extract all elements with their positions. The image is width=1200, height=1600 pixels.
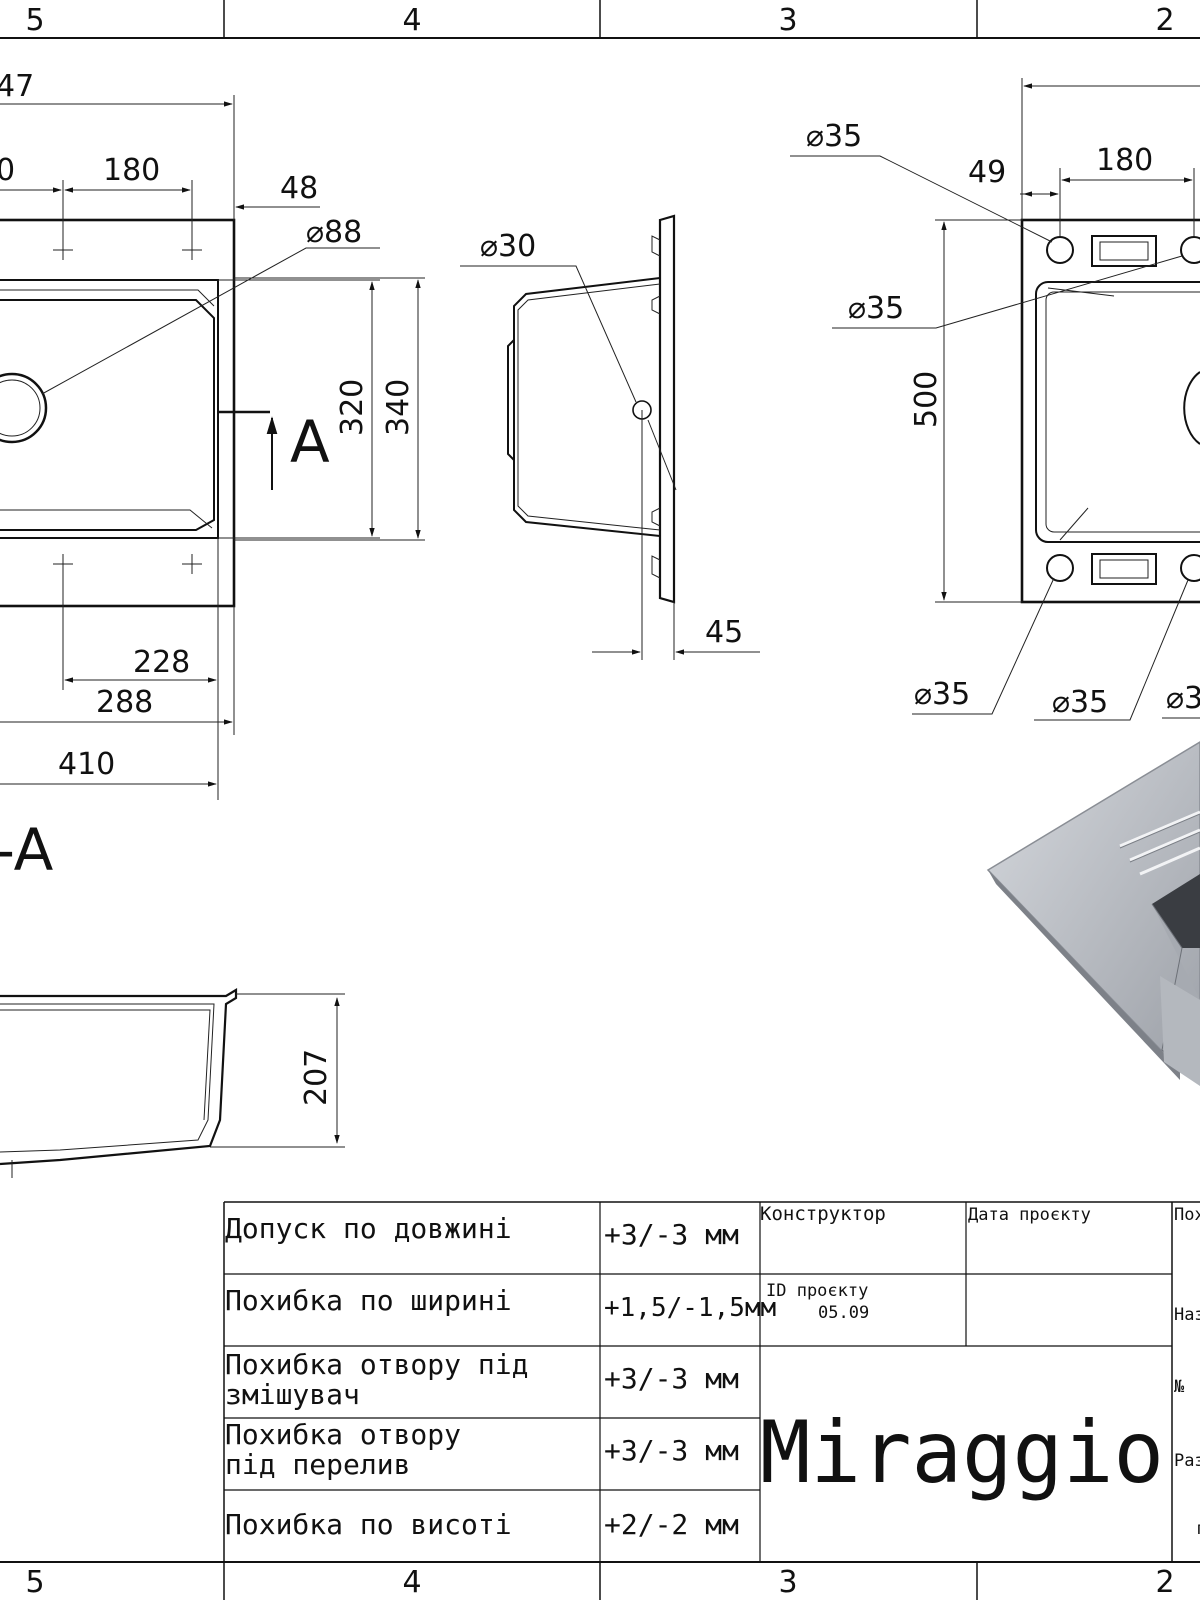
dim-hole-30: ⌀30 <box>480 229 536 264</box>
zone-top-2: 2 <box>1155 3 1174 38</box>
dim-pitch-180-right: 180 <box>1096 143 1153 178</box>
dim-left-offset: 0 <box>0 153 15 188</box>
section-mark-a: A <box>290 408 330 476</box>
brand-logo: Miraggio <box>760 1403 1164 1503</box>
project-id-label: ID проєкту <box>766 1281 868 1301</box>
corner-mark: г <box>1196 1519 1200 1539</box>
dim-pitch-288: 288 <box>96 685 153 720</box>
tolerance-label-mixer-hole-2: змішувач <box>225 1378 360 1411</box>
tolerance-label-overflow-hole: Похибка отвору <box>225 1418 461 1451</box>
tolerance-value-mixer-hole: +3/-3 мм <box>604 1362 739 1395</box>
title-block <box>223 1201 1200 1562</box>
sink-top-view <box>0 95 425 800</box>
zone-top-4: 4 <box>402 3 421 38</box>
zone-bottom-4: 4 <box>402 1565 421 1600</box>
tolerance-label-overflow-hole-2: під перелив <box>225 1448 410 1481</box>
tolerance-value-overflow-hole: +3/-3 мм <box>604 1434 739 1467</box>
dim-offset-49: 49 <box>968 155 1006 190</box>
zone-top-5: 5 <box>25 3 44 38</box>
dim-bowl-outer-340: 340 <box>381 379 416 436</box>
project-id-value: 05.09 <box>818 1303 869 1323</box>
tolerance-value-width: +1,5/-1,5мм <box>604 1293 776 1323</box>
dim-hole-35-top: ⌀35 <box>806 119 862 154</box>
dim-pitch-180-top: 180 <box>103 153 160 188</box>
dim-pitch-228: 228 <box>133 645 190 680</box>
dim-flange-45: 45 <box>705 615 743 650</box>
dim-width-410: 410 <box>58 747 115 782</box>
dim-bowl-inner-320: 320 <box>335 379 370 436</box>
tolerance-value-height: +2/-2 мм <box>604 1508 739 1541</box>
error-label: Пох <box>1174 1205 1200 1225</box>
dim-height-500: 500 <box>909 371 944 428</box>
section-title: -A <box>0 816 54 884</box>
number-label: № <box>1174 1377 1185 1397</box>
tolerance-value-length: +3/-3 мм <box>604 1218 739 1251</box>
dim-overall-width: 47 <box>0 69 34 104</box>
tolerance-label-mixer-hole: Похибка отвору під <box>225 1348 528 1381</box>
dim-hole-35-bottom-right: ⌀3 <box>1166 681 1200 716</box>
size-label: Раз <box>1174 1451 1200 1471</box>
sink-side-view <box>460 214 760 660</box>
zone-bottom-5: 5 <box>25 1565 44 1600</box>
project-date-label: Дата проєкту <box>968 1205 1091 1225</box>
dim-hole-35-bottom-mid: ⌀35 <box>1052 685 1108 720</box>
name-label: Наз <box>1174 1305 1200 1325</box>
zone-top-3: 3 <box>778 3 797 38</box>
designer-label: Конструктор <box>760 1203 886 1225</box>
sink-bottom-view <box>790 78 1200 721</box>
dim-depth-207: 207 <box>299 1049 334 1106</box>
sink-3d-render <box>986 741 1200 1086</box>
tolerance-label-length: Допуск по довжині <box>225 1212 512 1245</box>
tolerance-label-height: Похибка по висоті <box>225 1508 512 1541</box>
sink-section-view <box>0 988 345 1178</box>
zone-bottom-2: 2 <box>1155 1565 1174 1600</box>
zone-bottom-3: 3 <box>778 1565 797 1600</box>
dim-hole-35-bottom-left: ⌀35 <box>914 677 970 712</box>
dim-hole-35-mid: ⌀35 <box>848 291 904 326</box>
dim-drain-diameter: ⌀88 <box>306 215 362 250</box>
tolerance-label-width: Похибка по ширині <box>225 1284 512 1317</box>
dim-offset-48: 48 <box>280 171 318 206</box>
